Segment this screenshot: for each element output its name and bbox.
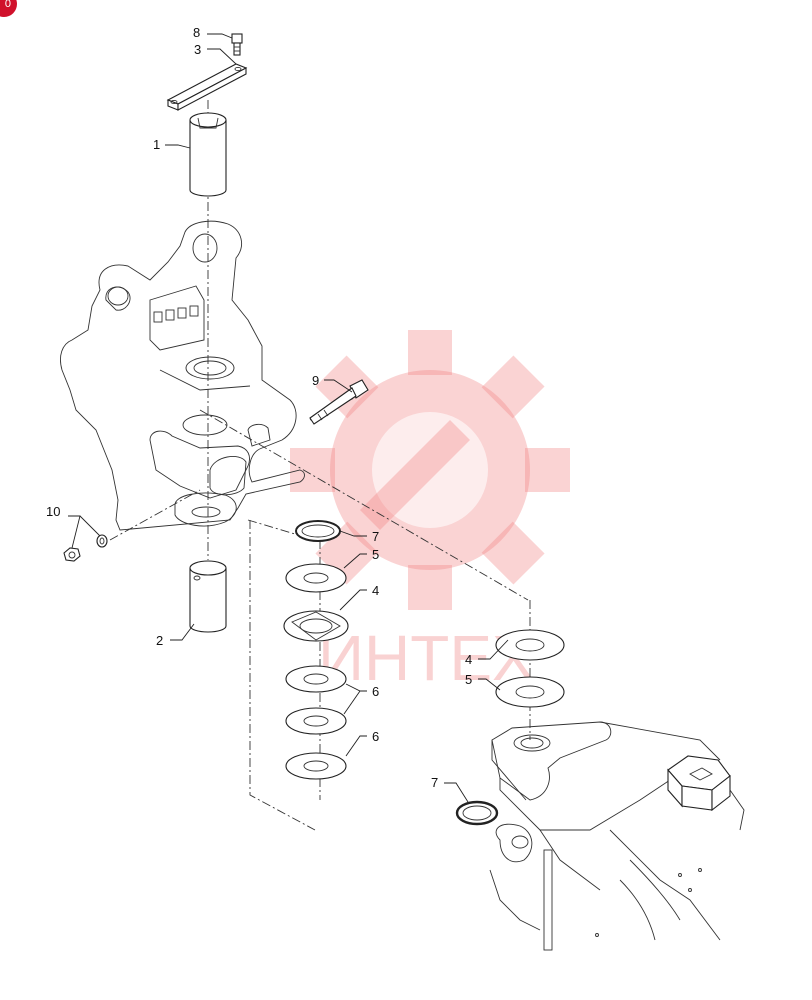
part-5-shim-upper [285,563,347,593]
part-7-seal-upper [295,520,341,542]
callout-6-upper: 6 [372,684,379,699]
part-9-long-bolt [309,379,369,425]
part-2-lower-pin [174,492,237,633]
part-4-shim-upper [283,610,349,642]
callout-4-upper: 4 [372,583,379,598]
hex-block [667,755,745,831]
callout-7-lower: 7 [431,775,438,790]
callout-6-lower: 6 [372,729,379,744]
arm-body [60,220,305,531]
callout-9: 9 [312,373,319,388]
callout-7-upper: 7 [372,529,379,544]
callout-5-lower: 5 [465,672,472,687]
callout-3: 3 [194,42,201,57]
part-3-plate [166,63,248,111]
part-6-shim-3 [285,752,347,780]
shim-stack-center [283,520,349,780]
callout-2: 2 [156,633,163,648]
callout-5-upper: 5 [372,547,379,562]
part-10-nut-washer [63,534,108,562]
swing-frame [489,721,721,951]
corner-badge: 0 [0,0,17,17]
part-6-shim-2 [285,707,347,735]
shim-stack-right [495,629,565,708]
callout-8: 8 [193,25,200,40]
callout-4-lower: 4 [465,652,472,667]
part-4-shim-lower [495,629,565,661]
watermark-text: ИНТЕХ [318,622,535,694]
callout-10: 10 [46,504,60,519]
part-8-bolt [231,33,243,56]
part-6-shim-1 [285,665,347,693]
part-5-shim-lower [495,676,565,708]
part-7-seal-lower [455,800,499,826]
part-1-upper-pin [189,112,227,197]
leader-lines [68,33,509,803]
callout-labels: 8 3 1 2 9 10 7 5 4 6 6 4 5 7 [46,25,472,790]
callout-1: 1 [153,137,160,152]
